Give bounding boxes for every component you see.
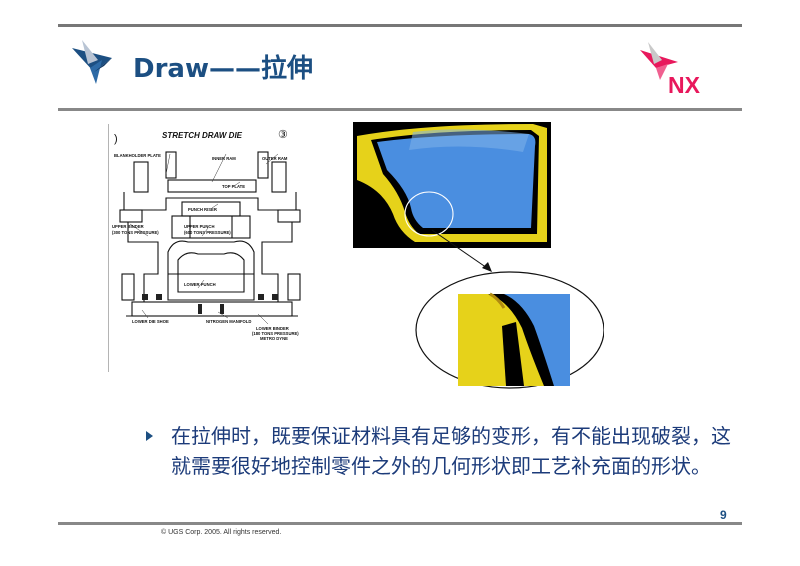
label-top-plate: TOP PLATE <box>222 184 245 189</box>
label-outer-ram: OUTER RAM <box>262 156 288 161</box>
diagram-leader-lines <box>129 153 279 325</box>
die-hatching <box>142 294 278 314</box>
label-lower-binder: LOWER BINDER <box>256 326 289 331</box>
label-punch-riser: PUNCH RISER <box>188 207 217 212</box>
bullet-text: 在拉伸时，既要保证材料具有足够的变形，有不能出现破裂，这就需要很好地控制零件之外… <box>171 424 731 478</box>
label-inner-ram: INNER RAM <box>212 156 236 161</box>
nx-logo-icon <box>640 42 678 80</box>
label-upper-punch: UPPER PUNCH <box>184 224 214 229</box>
nx-brand-text: NX <box>668 72 700 98</box>
diagram-number: ③ <box>278 129 288 141</box>
label-lower-die-shoe: LOWER DIE SHOE <box>132 319 169 324</box>
die-structure <box>119 151 301 317</box>
page-title: Draw——拉伸 <box>133 54 313 84</box>
label-upper-binder-note: (300 TONS PRESSURE) <box>112 230 159 235</box>
label-lower-binder-note: (180 TONS PRESSURE) <box>252 331 299 336</box>
page-number: 9 <box>720 508 727 522</box>
label-upper-binder: UPPER BINDER <box>112 224 144 229</box>
zoom-callout <box>415 271 604 389</box>
ugs-logo-icon <box>72 40 112 84</box>
draw-surface-render <box>353 122 551 248</box>
label-upper-punch-note: (600 TONS PRESSURE) <box>184 230 231 235</box>
stretch-draw-die-diagram: ) STRETCH DRAW DIE ③ <box>108 124 301 372</box>
header-bottom-rule <box>58 108 742 111</box>
label-blankholder-plate: BLANKHOLDER PLATE <box>114 153 161 158</box>
label-lower-binder-note2: METRO DYNE <box>260 336 288 341</box>
label-lower-punch: LOWER PUNCH <box>184 282 216 287</box>
label-nitrogen-manifold: NITROGEN MANIFOLD <box>206 319 251 324</box>
diagram-corner-mark: ) <box>114 133 118 145</box>
header-top-rule <box>58 24 742 27</box>
callout-arrow <box>431 229 492 272</box>
diagram-heading: STRETCH DRAW DIE <box>162 131 243 140</box>
bullet-arrow-icon <box>146 431 153 441</box>
footer-rule <box>58 522 742 525</box>
copyright-text: © UGS Corp. 2005. All rights reserved. <box>161 529 282 536</box>
